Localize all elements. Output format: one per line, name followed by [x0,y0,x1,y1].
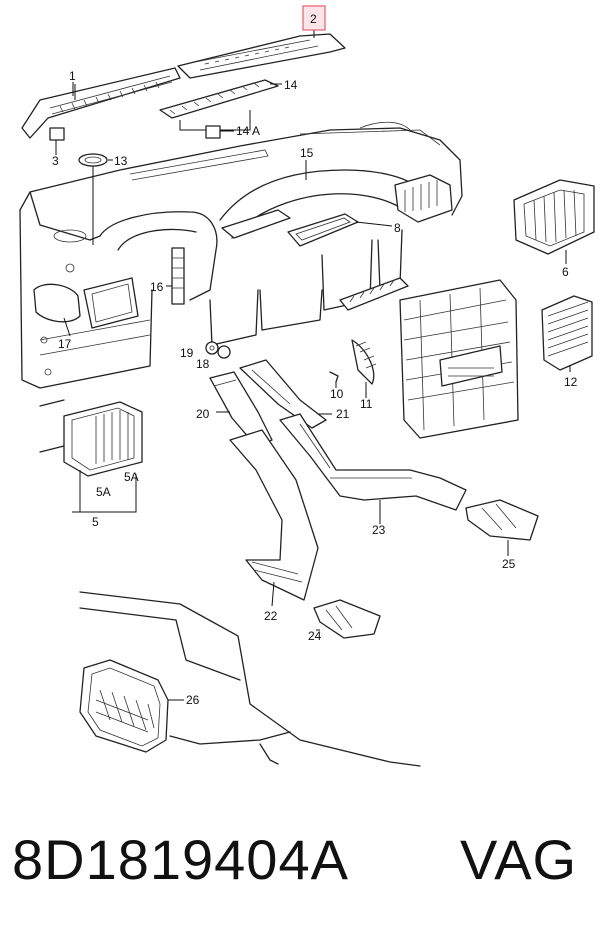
part-5-left-vent [39,399,143,513]
part-8-centre-vent [221,209,359,247]
callout-24: 24 [308,629,322,643]
part-11-control-wheel [351,339,377,385]
footer: 8D1819404A VAG [0,815,600,925]
callout-1: 1 [69,69,76,83]
callout-23: 23 [372,523,386,537]
part-24-outlet [313,599,381,639]
part-6-right-vent [513,179,595,255]
part-3-clip [49,127,65,150]
callout-20: 20 [196,407,210,421]
leader-lines [55,82,571,701]
callout-14: 14 [284,78,298,92]
callout-5a-right: 5A [124,470,139,484]
narrow-vent [339,277,409,311]
callout-18: 18 [196,357,210,371]
part-20-duct [209,371,273,447]
part-10-screw [329,371,339,383]
callout-10: 10 [330,387,344,401]
callout-21: 21 [336,407,350,421]
part-25-outlet [465,499,539,541]
part-18-nut [217,345,231,359]
callout-14a: 14 A [236,124,260,138]
callout-12: 12 [564,375,578,389]
highlight-box [302,5,326,31]
door-panel [79,591,421,767]
callout-11: 11 [360,397,373,411]
callout-16: 16 [150,280,164,294]
part-19-nut [205,341,219,355]
callout-26: 26 [186,693,200,707]
callout-2: 2 [310,12,317,26]
callout-5: 5 [92,515,99,529]
callout-13: 13 [114,154,128,168]
callout-19: 19 [180,346,194,360]
part-number: 8D1819404A [12,828,349,891]
control-unit [399,279,519,439]
callout-15: 15 [300,146,314,160]
part-17-duct [33,277,139,329]
part-16-side-grill [171,247,185,305]
part-14-centre-vent [159,79,282,131]
callout-8: 8 [394,221,401,235]
part-12-grill [541,295,593,371]
callout-6: 6 [562,265,569,279]
dash-right-vent [394,174,453,223]
part-13-round-vent [78,153,112,167]
part-22-duct [229,429,319,601]
part-21-duct [239,359,327,429]
callout-5a-left: 5A [96,485,111,499]
parts-diagram: 2 1 14 14 A 3 13 15 8 6 16 17 19 18 12 1… [19,5,595,767]
part-1-windshield-vent [21,67,181,139]
callout-22: 22 [264,609,278,623]
part-2-defroster-strip [177,30,346,79]
part-14a-clip [205,125,234,139]
part-23-duct [279,413,467,511]
brand-name: VAG [460,828,578,891]
callout-3: 3 [52,154,59,168]
callout-25: 25 [502,557,516,571]
callout-17: 17 [58,337,72,351]
part-26-door-vent [79,659,169,753]
